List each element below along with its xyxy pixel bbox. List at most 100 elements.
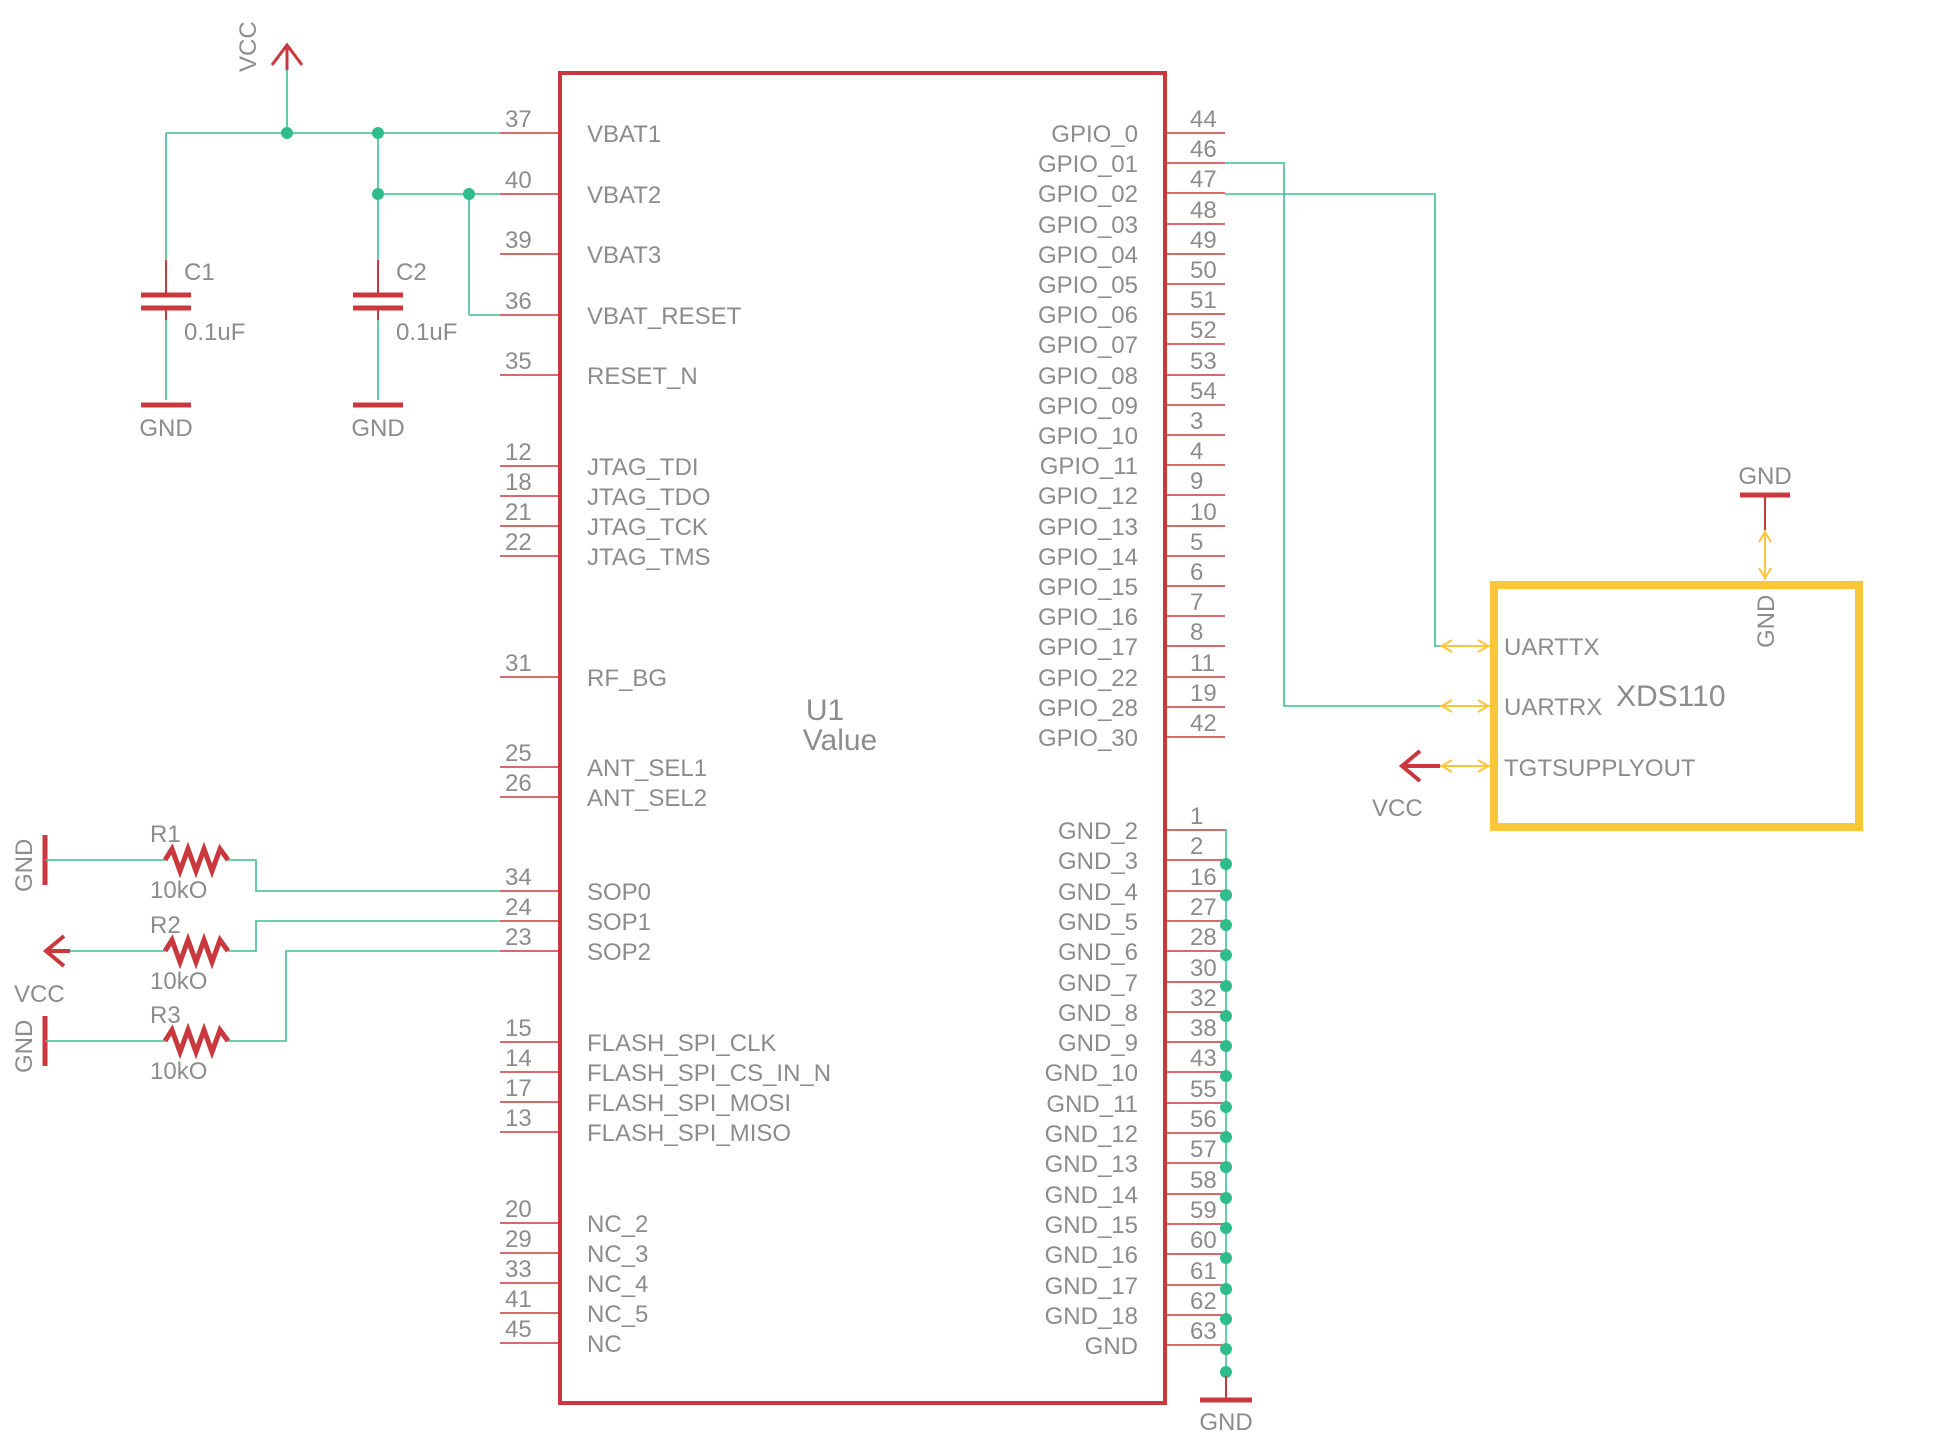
u1-pin-name: FLASH_SPI_CLK (587, 1030, 776, 1057)
junction-dot (1220, 919, 1232, 931)
u1-pin-name: VBAT_RESET (587, 303, 742, 330)
u1-pin-name: GPIO_15 (1038, 574, 1138, 601)
u1-pin-name: GPIO_0 (1051, 121, 1138, 148)
u1-pin-number: 35 (505, 348, 532, 375)
u1-right-pins: 44GPIO_046GPIO_0147GPIO_0248GPIO_0349GPI… (1038, 106, 1225, 1360)
c2-value: 0.1uF (396, 319, 457, 346)
u1-pin-number: 18 (505, 469, 532, 496)
u1-pin-name: NC_5 (587, 1301, 648, 1328)
u1-pin-name: GPIO_09 (1038, 393, 1138, 420)
u1-pin-number: 34 (505, 864, 532, 891)
u1-pin-name: GND_9 (1058, 1030, 1138, 1057)
xds110-name: XDS110 (1616, 680, 1726, 713)
u1-pin-name: SOP2 (587, 939, 651, 966)
c1-name: C1 (184, 259, 215, 286)
u1-pin-name: GND_17 (1045, 1273, 1138, 1300)
u1-pin-name: FLASH_SPI_MOSI (587, 1090, 791, 1117)
vcc-symbol-top (270, 42, 304, 70)
gnd-label-u1: GND (1199, 1409, 1252, 1432)
u1-pin-number: 41 (505, 1286, 532, 1313)
u1-pin-name: NC_2 (587, 1211, 648, 1238)
r2-name: R2 (150, 912, 181, 939)
u1-pin-number: 39 (505, 227, 532, 254)
gnd-label-r1: GND (11, 839, 38, 892)
u1-pin-number: 11 (1190, 650, 1215, 677)
u1-pin-number: 21 (505, 499, 532, 526)
u1-pin-name: RESET_N (587, 363, 698, 390)
junction-dot (372, 127, 384, 139)
xds110-module (1490, 581, 1863, 831)
u1-pin-name: GPIO_28 (1038, 695, 1138, 722)
u1-pin-name: GPIO_13 (1038, 514, 1138, 541)
u1-pin-number: 44 (1190, 106, 1217, 133)
u1-pin-name: JTAG_TDO (587, 484, 711, 511)
u1-pin-name: GND_12 (1045, 1121, 1138, 1148)
xds110-pin-tgtsupplyout: TGTSUPPLYOUT (1504, 755, 1696, 782)
u1-pin-number: 32 (1190, 985, 1217, 1012)
vcc-label-top: VCC (235, 21, 262, 72)
u1-pin-number: 30 (1190, 955, 1217, 982)
resistor-r1 (162, 841, 231, 879)
u1-pin-name: GPIO_01 (1038, 151, 1138, 178)
junction-dot (1220, 1366, 1232, 1378)
u1-pin-number: 45 (505, 1316, 532, 1343)
xds110-pin-uartrx: UARTRX (1504, 694, 1602, 721)
u1-pin-name: GPIO_08 (1038, 363, 1138, 390)
capacitor-c1 (141, 260, 191, 320)
u1-pin-number: 54 (1190, 378, 1217, 405)
junction-dot (1220, 1192, 1232, 1204)
capacitor-c2 (353, 260, 403, 320)
vcc-symbol-r2 (42, 934, 70, 968)
u1-pin-number: 23 (505, 924, 532, 951)
u1-pin-number: 9 (1190, 468, 1203, 495)
u1-pin-name: JTAG_TCK (587, 514, 708, 541)
r1-name: R1 (150, 821, 181, 848)
vcc-label-r2: VCC (14, 981, 65, 1008)
resistor-r3 (162, 1022, 231, 1060)
u1-pin-number: 62 (1190, 1288, 1217, 1315)
u1-pin-number: 55 (1190, 1076, 1217, 1103)
u1-pin-name: GPIO_07 (1038, 332, 1138, 359)
u1-name: U1 (806, 694, 844, 727)
u1-pin-number: 6 (1190, 559, 1203, 586)
junction-dot (372, 188, 384, 200)
u1-pin-name: RF_BG (587, 665, 667, 692)
u1-pin-name: GND_2 (1058, 818, 1138, 845)
u1-pin-name: GND_6 (1058, 939, 1138, 966)
uart-nets (1225, 162, 1440, 707)
junction-dot (1220, 1101, 1232, 1113)
r3-value: 10kO (150, 1058, 207, 1085)
u1-pin-name: GPIO_10 (1038, 423, 1138, 450)
u1-pin-number: 63 (1190, 1318, 1217, 1345)
u1-value: Value (803, 724, 878, 757)
gnd-bus-junctions (1220, 858, 1232, 1378)
u1-pin-number: 37 (505, 106, 532, 133)
u1-pin-number: 49 (1190, 227, 1217, 254)
vbat-net (165, 70, 500, 400)
u1-pin-name: GPIO_14 (1038, 544, 1138, 571)
u1-pin-name: GND_8 (1058, 1000, 1138, 1027)
resistor-r2 (162, 932, 231, 970)
u1-pin-number: 13 (505, 1105, 532, 1132)
gnd-label-xds: GND (1738, 463, 1791, 490)
r1-value: 10kO (150, 877, 207, 904)
u1-pin-name: GPIO_06 (1038, 302, 1138, 329)
u1-pin-number: 4 (1190, 438, 1203, 465)
u1-pin-name: SOP0 (587, 879, 651, 906)
u1-pin-name: FLASH_SPI_MISO (587, 1120, 791, 1147)
junction-dot (281, 127, 293, 139)
u1-pin-name: GND (1085, 1333, 1138, 1360)
junction-dot (1220, 858, 1232, 870)
u1-pin-number: 24 (505, 894, 532, 921)
junction-dot (1220, 949, 1232, 961)
u1-pin-name: VBAT2 (587, 182, 661, 209)
u1-pin-number: 52 (1190, 317, 1217, 344)
u1-pin-number: 7 (1190, 589, 1203, 616)
u1-pin-name: GPIO_04 (1038, 242, 1138, 269)
u1-pin-number: 38 (1190, 1015, 1217, 1042)
junction-dot (1220, 1222, 1232, 1234)
u1-left-pins: 37VBAT140VBAT239VBAT336VBAT_RESET35RESET… (500, 106, 831, 1358)
xds110-pin-uarttx: UARTTX (1504, 634, 1600, 661)
u1-pin-name: GPIO_16 (1038, 604, 1138, 631)
